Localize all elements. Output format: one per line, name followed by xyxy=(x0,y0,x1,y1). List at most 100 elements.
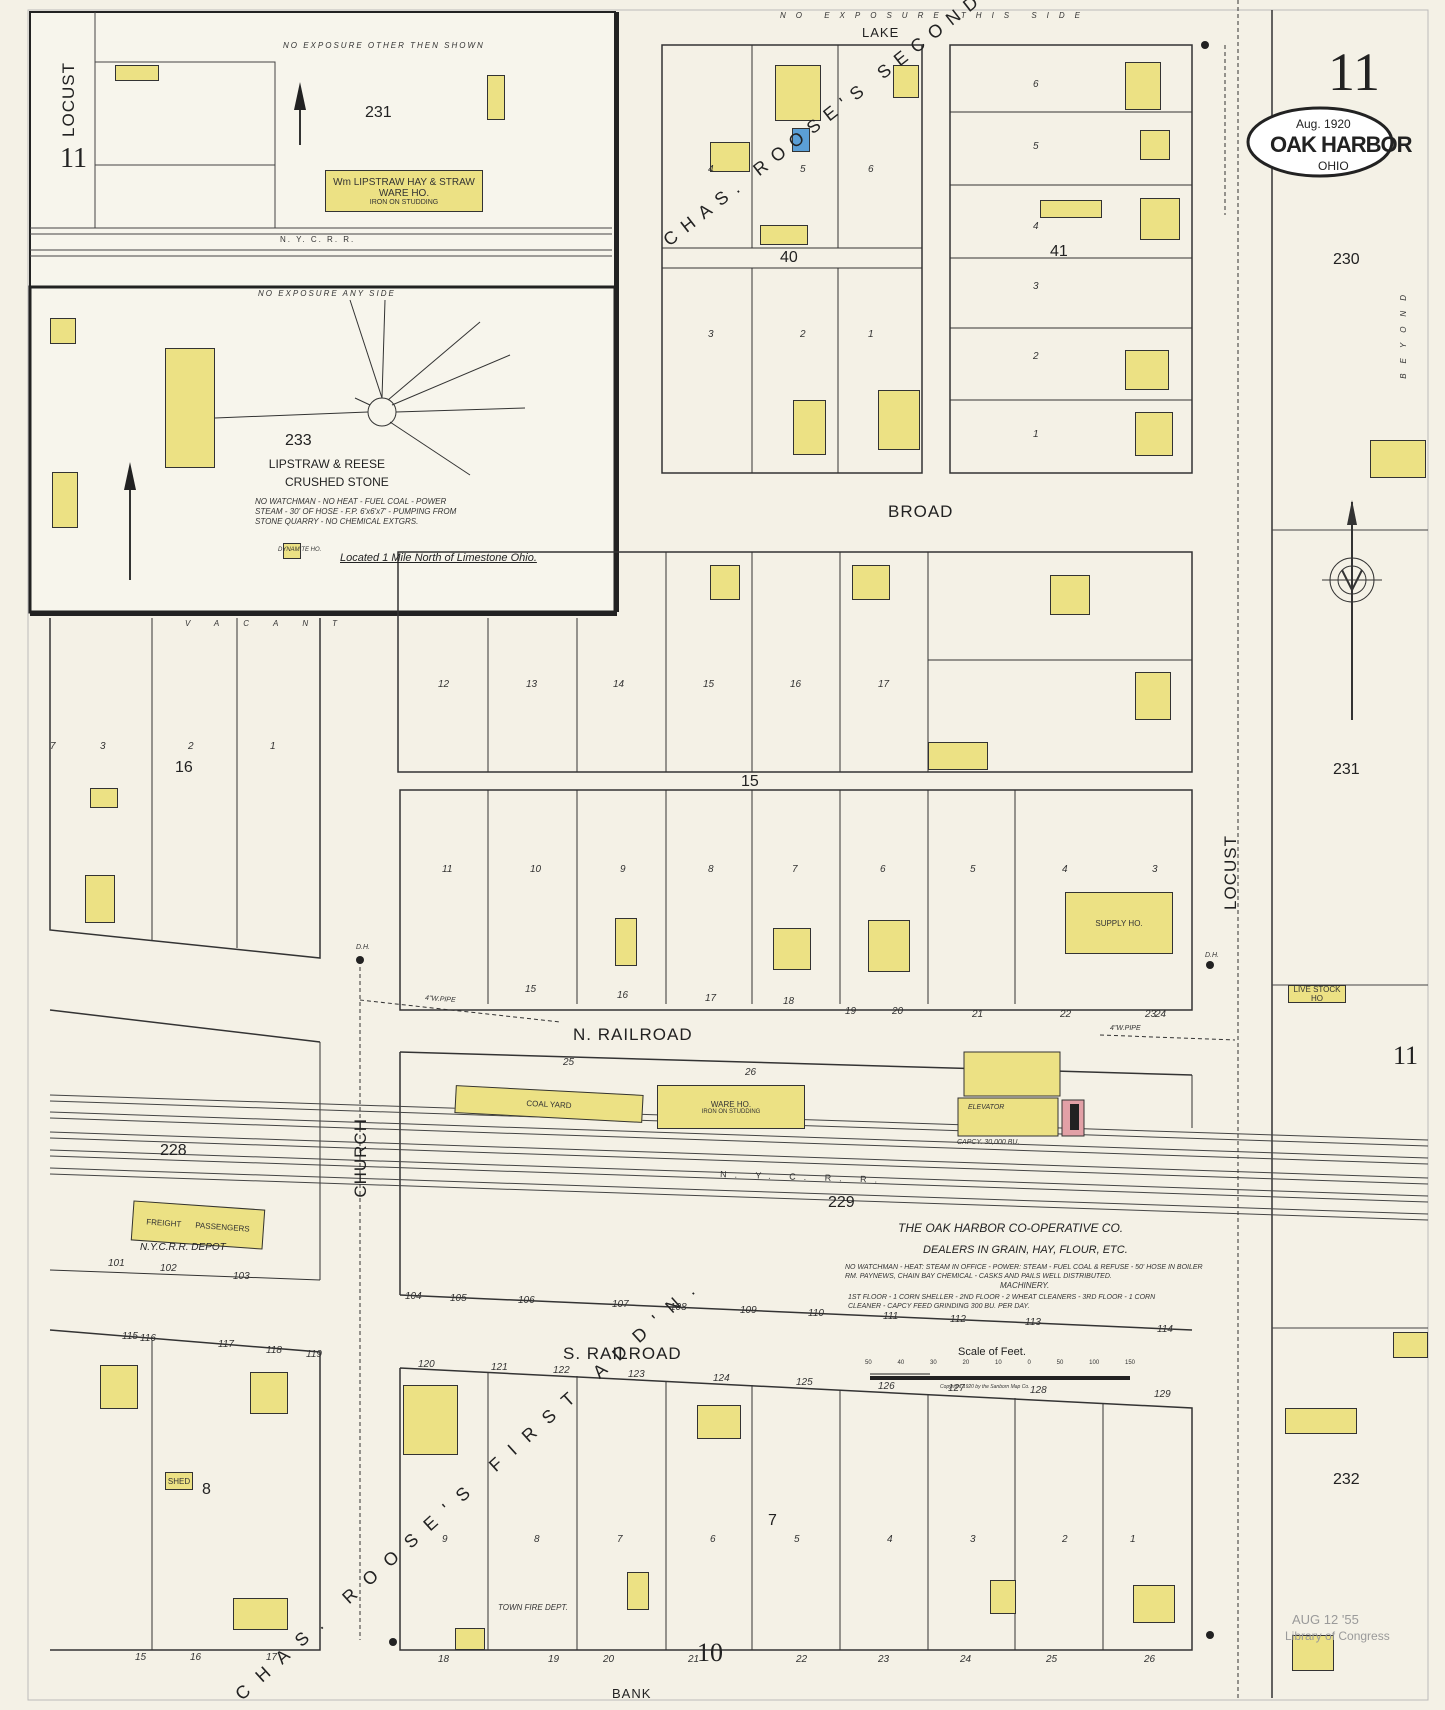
lot-number: 106 xyxy=(518,1295,535,1306)
lot-number: 6 xyxy=(880,864,886,875)
scale-tick: 10 xyxy=(995,1360,1002,1366)
building xyxy=(1125,62,1161,110)
crushed-stone-title-2: CRUSHED STONE xyxy=(285,475,389,489)
lot-number: 26 xyxy=(745,1067,757,1078)
block-228: 228 xyxy=(160,1142,187,1159)
lot-number: 19 xyxy=(845,1006,857,1017)
warehouse-label: WARE HO. xyxy=(710,1099,752,1109)
lot-number: 25 xyxy=(1046,1654,1058,1665)
fire-dept-building xyxy=(455,1628,485,1650)
building xyxy=(100,1365,138,1409)
coop-notes: NO WATCHMAN - HEAT: STEAM IN OFFICE - PO… xyxy=(845,1264,1203,1280)
sheet-ref-inset: 11 xyxy=(60,143,87,174)
building xyxy=(627,1572,649,1610)
crushed-stone-notes: NO WATCHMAN - NO HEAT - FUEL COAL - POWE… xyxy=(255,497,457,526)
crusher-building xyxy=(165,348,215,468)
building xyxy=(773,928,811,970)
lot-number: 3 xyxy=(1152,864,1158,875)
street-church: CHURCH xyxy=(351,1118,370,1198)
lot-number: 2 xyxy=(188,741,194,752)
block-16: 16 xyxy=(175,759,193,776)
shed: SHED xyxy=(165,1472,193,1490)
building xyxy=(990,1580,1016,1614)
crushed-stone-location: Located 1 Mile North of Limestone Ohio. xyxy=(340,552,537,564)
street-broad: BROAD xyxy=(888,502,954,521)
lot-number: 6 xyxy=(710,1534,716,1545)
building xyxy=(250,1372,288,1414)
lot-number: 101 xyxy=(108,1258,125,1269)
lot-number: 6 xyxy=(868,164,874,175)
lot-number: 2 xyxy=(1033,351,1039,362)
lot-number: 22 xyxy=(1060,1009,1072,1020)
block-231-inset: 231 xyxy=(365,104,392,121)
lot-number: 3 xyxy=(970,1534,976,1545)
building xyxy=(615,918,637,966)
lot-number: 8 xyxy=(708,864,714,875)
supply-house: SUPPLY HO. xyxy=(1065,892,1173,954)
building xyxy=(85,875,115,923)
lot-number: 108 xyxy=(670,1302,687,1313)
crushed-stone-title: LIPSTRAW & REESE CRUSHED STONE xyxy=(265,455,389,491)
lot-number: 11 xyxy=(442,864,453,875)
lot-number: 116 xyxy=(140,1333,156,1344)
block-233: 233 xyxy=(285,432,312,449)
lot-number: 111 xyxy=(883,1311,899,1322)
coop-subtitle: DEALERS IN GRAIN, HAY, FLOUR, ETC. xyxy=(923,1244,1128,1256)
coop-capacity: CAPCY. 30,000 BU. xyxy=(957,1139,1020,1146)
fire-dept-label: TOWN FIRE DEPT. xyxy=(498,1603,568,1612)
building xyxy=(893,65,919,98)
building xyxy=(115,65,159,81)
coop-machinery: MACHINERY. xyxy=(1000,1281,1050,1290)
lot-number: 5 xyxy=(800,164,806,175)
scale-tick: 50 xyxy=(865,1360,872,1366)
lot-number: 112 xyxy=(950,1314,966,1325)
lot-number: 1 xyxy=(270,741,276,752)
lot-number: 104 xyxy=(405,1291,422,1302)
lot-number: 19 xyxy=(548,1654,560,1665)
lot-number: 9 xyxy=(442,1534,448,1545)
lot-number: 3 xyxy=(708,329,714,340)
building xyxy=(1133,1585,1175,1623)
block-232: 232 xyxy=(1333,1471,1360,1488)
building xyxy=(793,400,826,455)
building xyxy=(90,788,118,808)
lot-number: 110 xyxy=(808,1308,824,1319)
lot-number: 125 xyxy=(796,1377,813,1388)
building xyxy=(403,1385,458,1455)
street-bank: BANK xyxy=(612,1686,652,1701)
building xyxy=(1135,412,1173,456)
library-stamp-date: AUG 12 '55 xyxy=(1292,1612,1359,1627)
pipe-label-e: 4"W.PIPE xyxy=(1110,1025,1141,1032)
lot-number: 15 xyxy=(525,984,537,995)
elevator-label: ELEVATOR xyxy=(968,1104,1005,1111)
lot-number: 4 xyxy=(1062,864,1068,875)
lot-number: 15 xyxy=(703,679,715,690)
sheet-date: Aug. 1920 xyxy=(1296,117,1351,131)
scale-tick: 100 xyxy=(1089,1360,1100,1366)
lot-number: 16 xyxy=(790,679,802,690)
building xyxy=(868,920,910,972)
state-name: OHIO xyxy=(1318,159,1349,173)
lot-number: 117 xyxy=(218,1339,234,1350)
lot-number: 7 xyxy=(50,741,56,752)
building xyxy=(710,142,750,172)
lot-number: 13 xyxy=(526,679,538,690)
lot-number: 16 xyxy=(190,1652,202,1663)
lipstraw-hay-warehouse-label: Wm LIPSTRAW HAY & STRAW WARE HO. xyxy=(333,176,475,199)
lot-number: 123 xyxy=(628,1369,645,1380)
lot-number: 17 xyxy=(705,993,717,1004)
warehouse: WARE HO. IRON ON STUDDING xyxy=(657,1085,805,1129)
building xyxy=(775,65,821,121)
block-7: 7 xyxy=(768,1512,777,1529)
warehouse-note: IRON ON STUDDING xyxy=(701,1108,761,1115)
lot-number: 107 xyxy=(612,1299,629,1310)
brick-building xyxy=(792,128,810,152)
inset-bottom-exposure: NO EXPOSURE ANY SIDE xyxy=(258,289,396,298)
depot-label: N.Y.C.R.R. DEPOT xyxy=(140,1242,226,1253)
sheet-ref-bottom: 10 xyxy=(697,1638,723,1667)
lot-number: 7 xyxy=(617,1534,623,1545)
building xyxy=(52,472,78,528)
building xyxy=(50,318,76,344)
lot-number: 10 xyxy=(530,864,542,875)
lot-number: 126 xyxy=(878,1381,895,1392)
